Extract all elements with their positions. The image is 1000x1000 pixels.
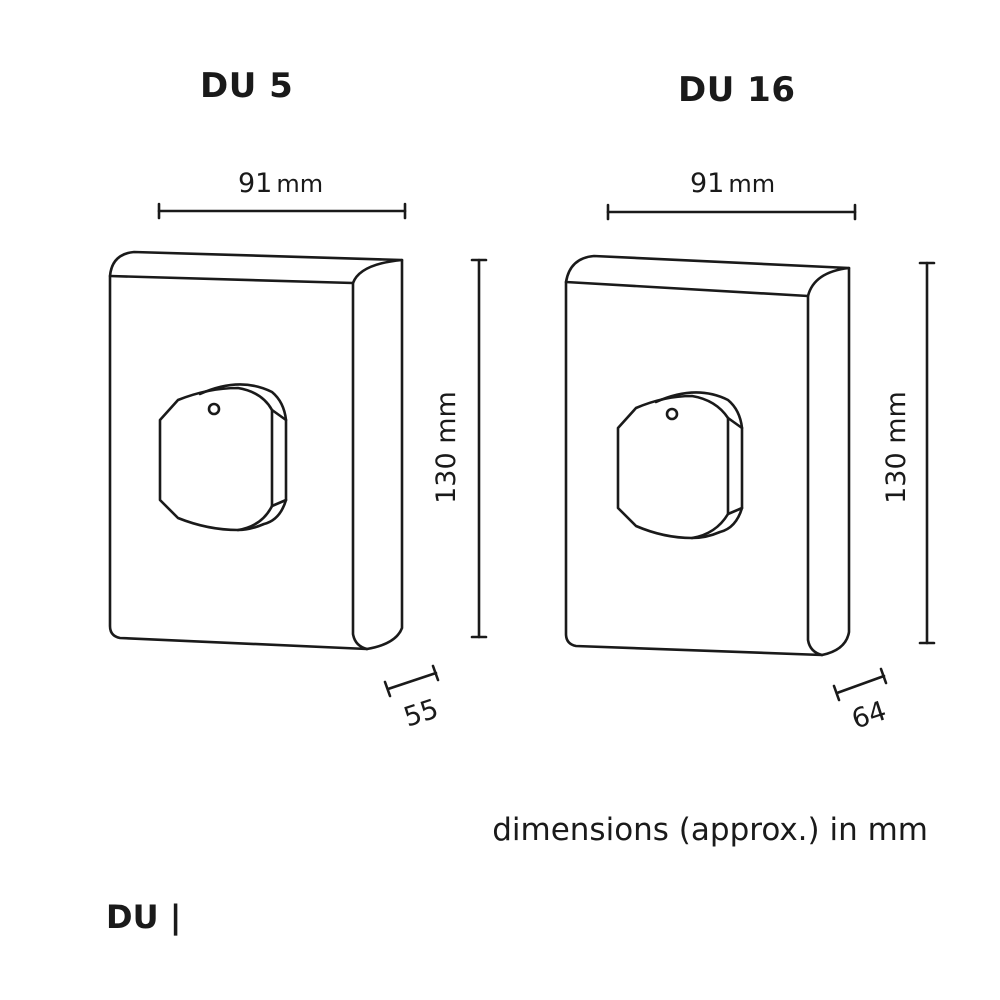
- du5-width-value: 91: [238, 168, 273, 199]
- du16-title: DU 16: [678, 70, 796, 110]
- du16-height-label: 130 mm: [880, 391, 912, 504]
- du16-drawing: [564, 203, 936, 702]
- du16-width-dimension-line: [606, 203, 857, 221]
- du16-width-unit: mm: [728, 170, 776, 198]
- du16-width-value: 91: [690, 168, 725, 199]
- brand-label: DU |: [106, 898, 182, 936]
- du5-width-dimension-line: [157, 202, 407, 220]
- du5-cylinder: [158, 383, 288, 532]
- du16-depth-dimension-line: [832, 667, 888, 702]
- du5-title: DU 5: [200, 66, 294, 106]
- du16-height-dimension-line: [918, 261, 936, 645]
- du5-height-label: 130 mm: [430, 391, 462, 504]
- dimensions-note: dimensions (approx.) in mm: [492, 812, 928, 848]
- du16-cylinder: [616, 391, 744, 540]
- du5-housing: [108, 250, 404, 651]
- du5-drawing: [108, 202, 488, 698]
- du16-housing: [564, 254, 851, 657]
- du16-keyhole-icon: [665, 407, 679, 421]
- du5-height-dimension-line: [470, 258, 488, 639]
- du5-width-unit: mm: [276, 170, 324, 198]
- du5-depth-dimension-line: [383, 664, 440, 698]
- du5-keyhole-icon: [207, 402, 221, 416]
